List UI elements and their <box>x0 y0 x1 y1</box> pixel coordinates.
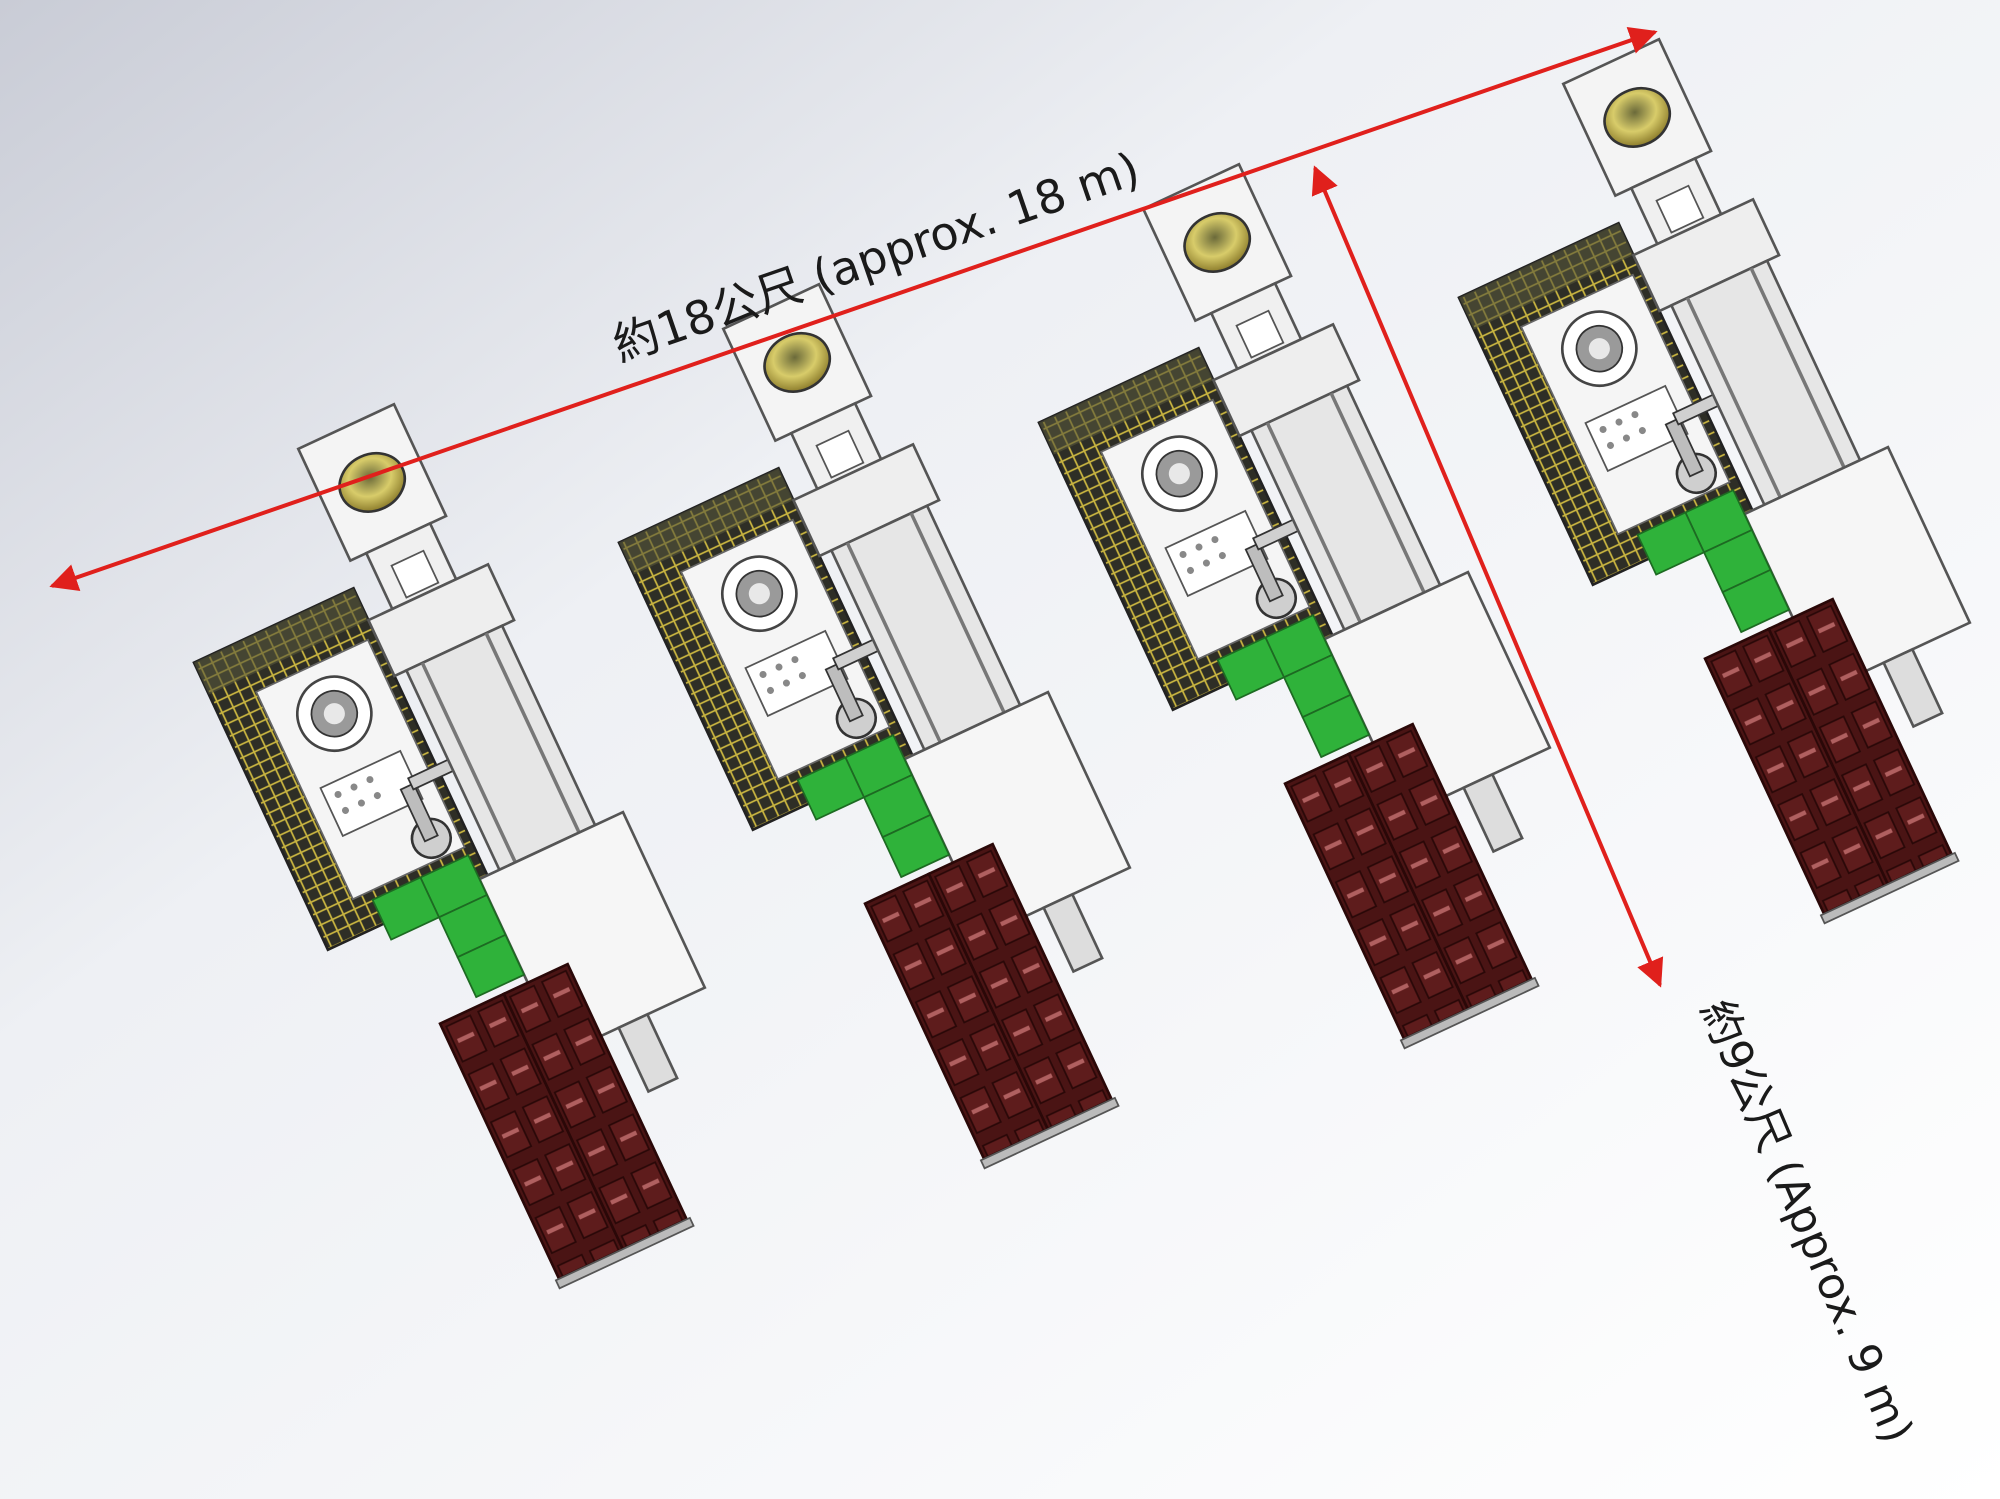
length-dimension-arrow <box>49 26 1658 592</box>
width-dimension-arrow <box>1311 165 1664 988</box>
